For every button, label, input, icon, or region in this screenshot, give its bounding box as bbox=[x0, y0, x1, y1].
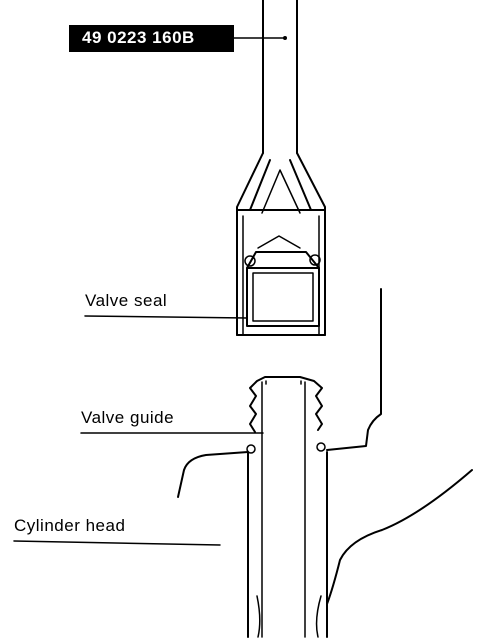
seal-spring-right bbox=[309, 254, 321, 266]
tool-chevron bbox=[261, 169, 301, 214]
seal-shoulders bbox=[246, 251, 320, 269]
tool-tag-background bbox=[69, 25, 234, 52]
seal-body bbox=[246, 267, 320, 327]
guide-top bbox=[265, 380, 302, 385]
cylinder-head-label: Cylinder head bbox=[14, 516, 126, 535]
head-outline-right bbox=[326, 288, 382, 451]
cylinder-head-leader bbox=[13, 540, 221, 546]
tool-tag-leader-dot bbox=[283, 36, 287, 40]
valve-seal-label: Valve seal bbox=[85, 291, 168, 310]
guide-lower-curves bbox=[256, 595, 322, 638]
tool-inner-walls bbox=[242, 215, 320, 335]
leader-lines bbox=[13, 36, 287, 546]
valve-guide-label: Valve guide bbox=[81, 408, 175, 427]
valve-seal-part bbox=[244, 235, 321, 327]
tool-cone-outer bbox=[236, 152, 326, 336]
tool-part-number-tag: 49 0223 160B bbox=[82, 28, 195, 47]
seal-cap bbox=[257, 235, 301, 249]
guide-clip-left bbox=[246, 444, 256, 454]
seal-body-inner bbox=[252, 272, 314, 322]
valve-seal-leader bbox=[84, 315, 248, 319]
guide-clip-right bbox=[316, 442, 326, 452]
head-outline-lower bbox=[326, 469, 473, 605]
installer-tool bbox=[236, 0, 326, 336]
tool-cone-inner bbox=[249, 159, 312, 211]
seal-spring-left bbox=[244, 255, 256, 267]
valve-guide-part bbox=[246, 376, 328, 638]
cylinder-head-part bbox=[177, 288, 473, 605]
tool-shaft bbox=[262, 0, 298, 154]
guide-bore-walls bbox=[247, 451, 328, 638]
head-outline-left bbox=[177, 451, 249, 498]
guide-outline bbox=[249, 376, 323, 433]
